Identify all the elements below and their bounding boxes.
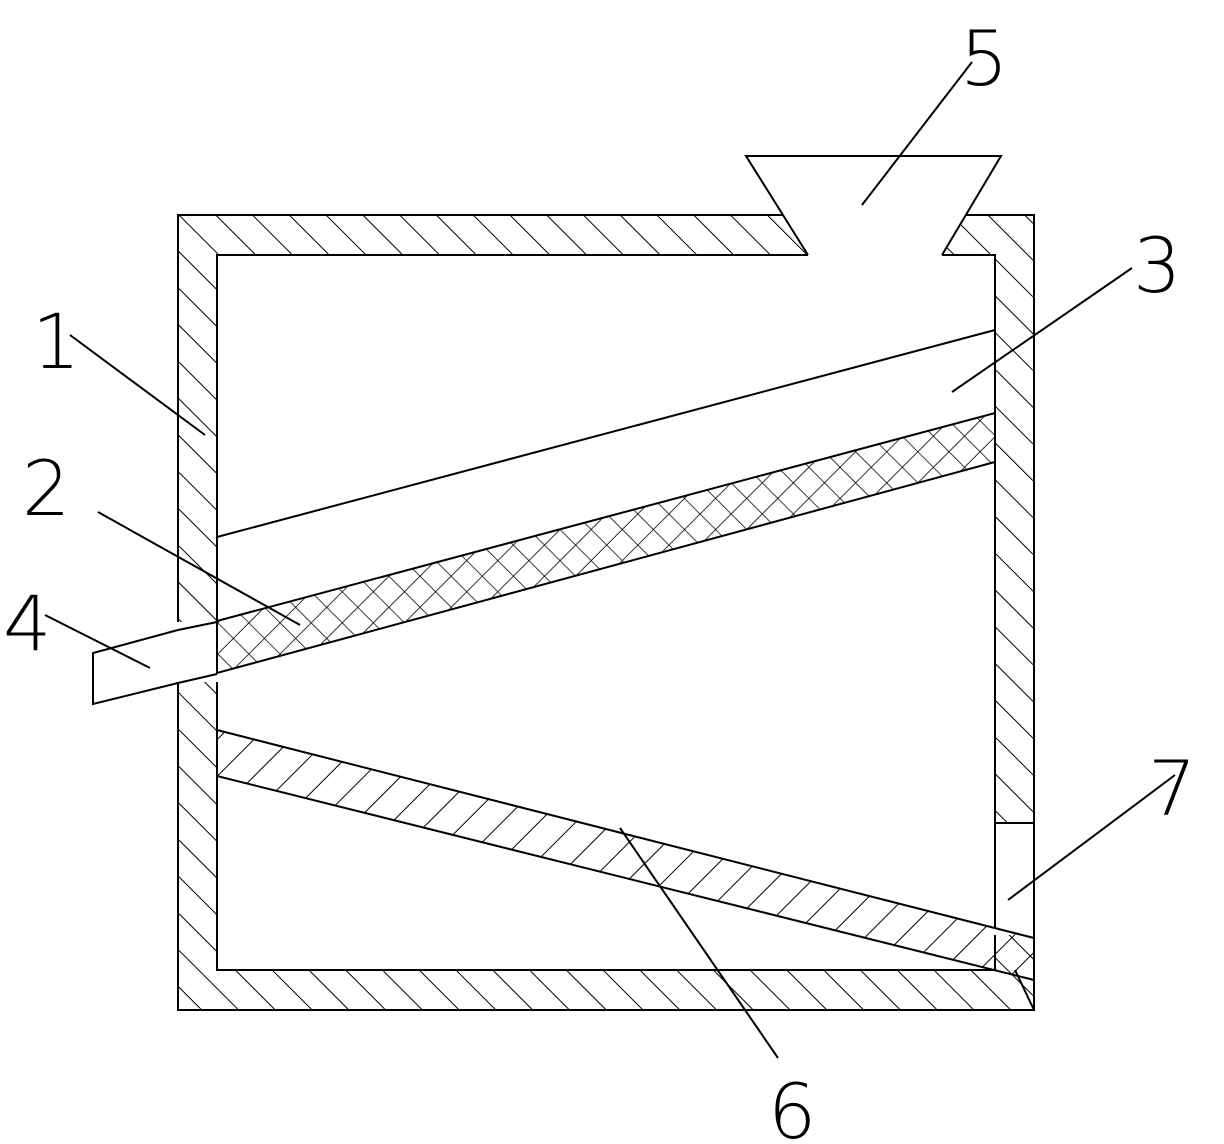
- feed-hopper: [744, 155, 1003, 256]
- leader-7: [1007, 774, 1176, 901]
- label-6: 6: [768, 1067, 816, 1144]
- leader-3: [951, 267, 1133, 393]
- guide-plate: [216, 729, 1035, 1011]
- label-5: 5: [960, 14, 1008, 103]
- label-4: 4: [3, 579, 51, 668]
- upper-chamber-line: [216, 329, 996, 538]
- label-7: 7: [1148, 744, 1196, 833]
- label-3: 3: [1133, 221, 1181, 310]
- callout-labels: 1 2 3 4 5 6 7: [3, 14, 1196, 1144]
- leader-1: [69, 334, 206, 436]
- leader-lines: [44, 61, 1176, 1059]
- discharge-spout-4: [92, 629, 179, 706]
- label-2: 2: [22, 444, 70, 533]
- screen-mesh: [216, 411, 996, 675]
- leader-4: [44, 614, 151, 669]
- leader-5: [861, 61, 973, 206]
- leader-6: [619, 827, 779, 1059]
- leader-2: [97, 511, 301, 626]
- label-1: 1: [32, 297, 80, 386]
